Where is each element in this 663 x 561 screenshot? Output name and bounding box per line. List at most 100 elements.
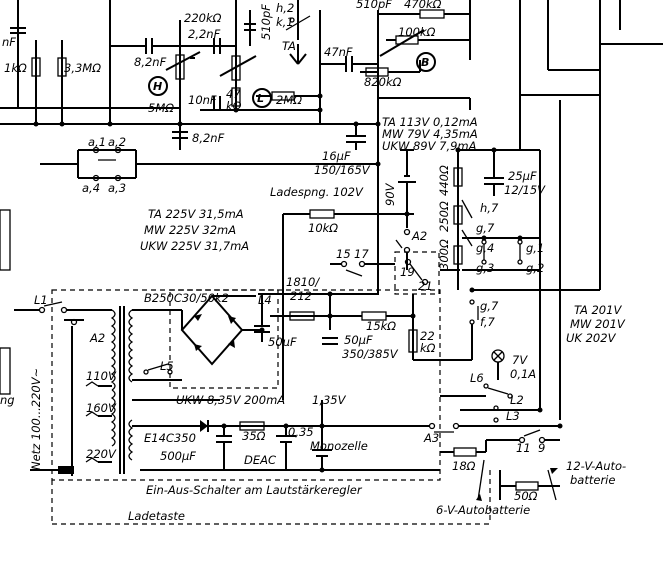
label-v160: 160V <box>86 401 117 415</box>
label-g2: g,2 <box>526 261 544 275</box>
label-r-18: 18Ω <box>452 459 476 473</box>
label-bat12: 12-V-Auto- <box>566 459 626 473</box>
label-v135: 1,35V <box>312 393 347 407</box>
label-g1: g,1 <box>526 241 544 255</box>
label-k1: k,1 <box>276 15 294 29</box>
label-sw-a2: a,2 <box>108 135 126 149</box>
svg-text:H: H <box>153 80 162 93</box>
label-pot-h-val: 5MΩ <box>148 101 174 115</box>
label-ukw-225: UKW 225V 31,7mA <box>140 239 249 253</box>
component-labels: nF 1kΩ 3,3MΩ 8,2nF 220kΩ 2,2nF 510pF h,2… <box>0 0 626 523</box>
label-ta-113: TA 113V 0,12mA <box>382 115 478 129</box>
label-r-100k: 100kΩ <box>398 25 436 39</box>
label-l2: L2 <box>510 393 524 407</box>
label-r-3m3: 3,3MΩ <box>64 61 101 75</box>
junction-dots <box>33 93 563 473</box>
label-c-500u: 500µF <box>160 449 196 463</box>
label-c-25u-v: 12/15V <box>504 183 546 197</box>
pot-b: B <box>416 52 436 72</box>
label-c-8n2-a: 8,2nF <box>134 55 167 69</box>
label-n19: 19 <box>400 265 415 279</box>
label-c-25u: 25µF <box>508 169 537 183</box>
label-bat12b: batterie <box>570 473 615 487</box>
label-c-2n2: 2,2nF <box>188 27 221 41</box>
label-r-22k: 22 <box>420 329 435 343</box>
svg-text:L: L <box>257 92 264 105</box>
label-n9: 9 <box>538 441 545 455</box>
label-n11: 11 <box>516 441 531 455</box>
label-f7: f,7 <box>480 315 496 329</box>
label-r-15k: 15kΩ <box>366 319 396 333</box>
label-a2-a: A2 <box>411 229 427 243</box>
label-r-220k: 220kΩ <box>184 11 222 25</box>
label-r-47k-unit: kΩ <box>226 99 242 113</box>
label-c-50u-b: 50µF <box>344 333 373 347</box>
label-nf-top: nF <box>2 35 16 49</box>
label-r-1810b: 212 <box>290 289 312 303</box>
label-sw-a3: a,3 <box>108 181 126 195</box>
label-c-50u-a: 50µF <box>268 335 297 349</box>
label-ta-sw: TA <box>282 39 296 53</box>
label-n17: 17 <box>354 247 369 261</box>
label-r-470k: 470kΩ <box>404 0 442 11</box>
label-g3: g,3 <box>476 261 494 275</box>
label-r-35: 35Ω <box>242 429 266 443</box>
label-r-1k: 1kΩ <box>4 61 27 75</box>
label-l5: L5 <box>160 359 174 373</box>
label-c-47n: 47nF <box>324 45 353 59</box>
label-r-50: 50Ω <box>514 489 538 503</box>
label-g7-b: g,7 <box>480 299 499 313</box>
middle-wires <box>40 95 601 420</box>
label-g7-a: g,7 <box>476 221 495 235</box>
label-r-47k: 47 <box>226 87 241 101</box>
label-netz: Netz 100...220V~ <box>29 368 43 470</box>
label-l6: L6 <box>470 371 484 385</box>
label-sw-a4: a,4 <box>82 181 100 195</box>
label-einaus: Ein-Aus-Schalter am Lautstärkeregler <box>146 483 363 497</box>
label-ukw-89: UKW 89V 7,9mA <box>382 139 477 153</box>
label-deac: DEAC <box>244 453 276 467</box>
pot-h: H <box>148 76 168 96</box>
label-sw-a1: a,1 <box>88 135 106 149</box>
label-c-10n: 10nF <box>188 93 217 107</box>
label-lamp: 7V <box>512 353 528 367</box>
label-c-510p-b: 510pF <box>356 0 392 11</box>
top-wires <box>0 0 663 150</box>
power-supply <box>0 209 560 525</box>
label-a2-b: A2 <box>89 331 105 345</box>
label-r-250: 250Ω <box>437 201 451 232</box>
label-a3: A3 <box>423 431 439 445</box>
label-ladespng: Ladespng. 102V <box>270 185 364 199</box>
label-monozelle: Monozelle <box>310 439 368 453</box>
label-mw-79: MW 79V 4,35mA <box>382 127 478 141</box>
label-c-16u: 16µF <box>322 149 351 163</box>
label-v90: 90V <box>383 182 397 206</box>
label-n15: 15 <box>336 247 351 261</box>
pot-l: L <box>252 88 272 108</box>
label-r-300: 300Ω <box>437 239 451 270</box>
label-g4: g,4 <box>476 241 494 255</box>
label-left-ng: ng <box>0 393 15 407</box>
label-r-2m: 2MΩ <box>276 93 302 107</box>
label-r-440: 440Ω <box>437 165 451 196</box>
label-c-50u-b-v: 350/385V <box>342 347 399 361</box>
label-c-8n2-b: 8,2nF <box>192 131 225 145</box>
label-r-10k: 10kΩ <box>308 221 338 235</box>
label-c-16u-v: 150/165V <box>314 163 371 177</box>
label-l3: L3 <box>506 409 520 423</box>
label-h7: h,7 <box>480 201 499 215</box>
svg-text:B: B <box>421 56 429 69</box>
label-h2: h,2 <box>276 1 294 15</box>
label-c-510p-a: 510pF <box>259 4 273 40</box>
label-ladetaste: Ladetaste <box>128 509 185 523</box>
label-mw-225: MW 225V 32mA <box>144 223 236 237</box>
label-l4: L4 <box>258 293 272 307</box>
label-r-820k: 820kΩ <box>364 75 402 89</box>
label-bat6: 6-V-Autobatterie <box>436 503 530 517</box>
label-n21: 21 <box>418 279 433 293</box>
label-mw-201: MW 201V <box>570 317 626 331</box>
label-ta-225: TA 225V 31,5mA <box>148 207 244 221</box>
label-lamp-i: 0,1A <box>510 367 536 381</box>
label-r-22k-unit: kΩ <box>420 341 436 355</box>
